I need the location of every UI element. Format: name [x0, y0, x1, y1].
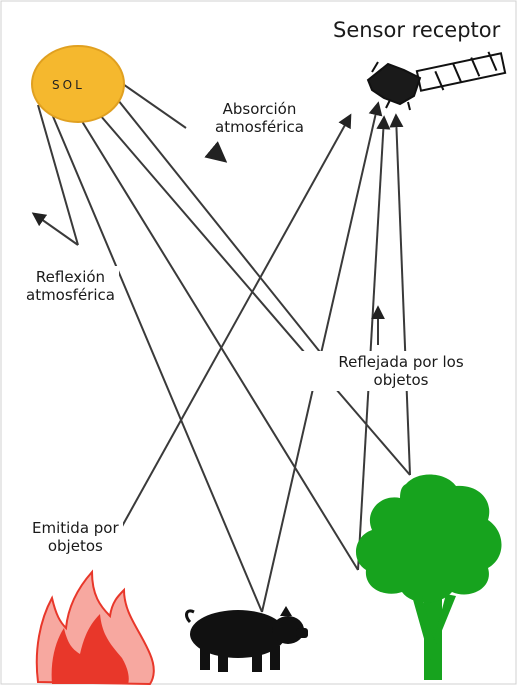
tree-icon [355, 474, 502, 680]
atm-reflection-label-line-2: atmosférica [26, 286, 115, 304]
ray-atm-reflection-up [31, 212, 79, 246]
sun-label: SOL [52, 78, 85, 92]
absorption-arrow [204, 141, 228, 163]
emitted-label-line-2: objetos [47, 537, 103, 555]
emitted-label: Emitida por objetos [28, 517, 123, 557]
reflected-label: Reflejada por los objetos [300, 351, 502, 391]
absorption-label-line-2: atmosférica [215, 118, 304, 136]
fire-icon [35, 569, 155, 685]
ray-fire-to-sensor [119, 113, 352, 531]
sensor-label: Sensor receptor [333, 18, 501, 42]
ray-to-pig [51, 113, 263, 613]
pig-icon [185, 606, 308, 672]
sun-rays [31, 81, 411, 613]
atm-reflection-label-line-1: Reflexión [35, 268, 106, 286]
satellite-icon [366, 51, 507, 111]
reflected-label-line-1: Reflejada por los [338, 353, 464, 371]
ray-to-tree-2 [99, 114, 411, 476]
emitted-label-line-1: Emitida por [32, 519, 119, 537]
absorption-label: Absorción atmosférica [212, 99, 307, 137]
absorption-label-line-1: Absorción [222, 100, 297, 118]
reflected-label-line-2: objetos [373, 371, 429, 389]
sun-icon [31, 45, 125, 123]
ray-absorbed [119, 81, 187, 129]
sensor-rays [119, 101, 411, 613]
ray-tree-to-sensor-2 [389, 113, 411, 476]
ray-to-tree-1 [79, 117, 359, 571]
ray-atm-reflection-down [37, 104, 79, 246]
ray-to-tree-3 [117, 99, 321, 353]
ray-tree-to-sensor-1 [357, 115, 391, 571]
atm-reflection-label: Reflexión atmosférica [22, 266, 119, 306]
